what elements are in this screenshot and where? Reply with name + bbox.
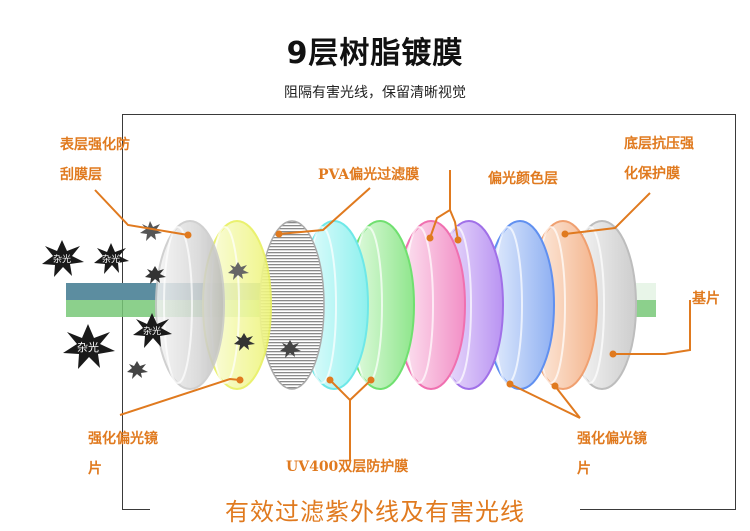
label-pva-film: PVA偏光过滤膜 bbox=[318, 167, 420, 183]
svg-text:杂光: 杂光 bbox=[143, 325, 161, 337]
label-scratch-layer: 表层强化防 刮膜层 bbox=[60, 137, 130, 183]
bottom-caption: 有效过滤紫外线及有害光线 bbox=[225, 498, 525, 526]
stray-light-burst-2: 杂光 bbox=[94, 243, 129, 274]
svg-text:杂光: 杂光 bbox=[102, 253, 120, 265]
svg-text:杂光: 杂光 bbox=[53, 253, 71, 265]
stray-light-burst-1: 杂光 bbox=[42, 240, 84, 277]
label-pressure-layer: 底层抗压强 化保护膜 bbox=[624, 136, 694, 182]
leader-dots bbox=[184, 230, 617, 390]
svg-text:杂光: 杂光 bbox=[77, 340, 99, 354]
stray-light-burst-4: 杂光 bbox=[63, 324, 115, 369]
label-base: 基片 bbox=[692, 291, 720, 307]
label-right-reinforce: 强化偏光镜 片 bbox=[577, 431, 647, 477]
stray-light-burst-small bbox=[127, 221, 301, 379]
page-title: 9层树脂镀膜 bbox=[286, 36, 464, 71]
label-left-reinforce: 强化偏光镜 片 bbox=[88, 431, 158, 477]
lens-layer-scratch bbox=[155, 220, 225, 390]
label-color-layer: 偏光颜色层 bbox=[488, 171, 558, 187]
stray-light-burst-3: 杂光 bbox=[133, 313, 172, 348]
leader-lines bbox=[94, 170, 691, 460]
page-subtitle: 阻隔有害光线，保留清晰视觉 bbox=[284, 85, 466, 101]
label-uv400: UV400双层防护膜 bbox=[286, 459, 409, 475]
